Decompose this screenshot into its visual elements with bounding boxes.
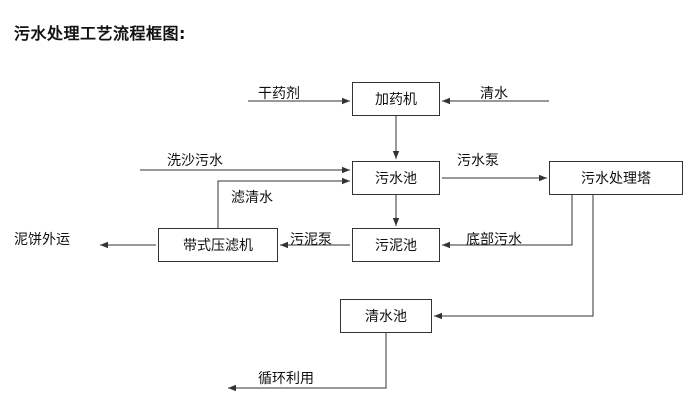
io-label-dry-chemical: 干药剂: [258, 86, 300, 102]
wire-clean-water-pool-to-reuse: [228, 333, 387, 392]
node-sludge-pool[interactable]: 污泥池: [352, 228, 440, 262]
io-label-sand-wash-sewage: 洗沙污水: [167, 153, 223, 169]
wire-bottom-sewage-to-sludge-pool: [442, 195, 573, 249]
page-title: 污水处理工艺流程框图:: [14, 24, 186, 43]
node-label: 清水池: [365, 309, 407, 325]
node-label: 带式压滤机: [183, 238, 253, 254]
edge-label-filtered-water: 滤清水: [231, 190, 273, 206]
edge-label-recycle-reuse: 循环利用: [258, 371, 314, 387]
wire-filtered-water-to-sewage-pool: [217, 177, 350, 228]
edge-label-bottom-sewage: 底部污水: [466, 232, 522, 248]
node-sewage-pool[interactable]: 污水池: [352, 161, 440, 195]
node-belt-filter-press[interactable]: 带式压滤机: [158, 228, 278, 262]
edge-label-sewage-pump: 污水泵: [457, 153, 499, 169]
wire-tower-to-clean-water-pool: [434, 195, 594, 320]
node-label: 加药机: [375, 92, 417, 108]
node-clean-water-pool[interactable]: 清水池: [340, 299, 432, 333]
io-label-clean-water-input: 清水: [480, 86, 508, 102]
node-label: 污水池: [375, 171, 417, 187]
edge-label-sludge-pump: 污泥泵: [290, 232, 332, 248]
node-label: 污水处理塔: [581, 171, 651, 187]
node-label: 污泥池: [375, 238, 417, 254]
io-label-mud-cake-transport: 泥饼外运: [14, 232, 70, 248]
node-dosing-machine[interactable]: 加药机: [352, 82, 440, 116]
node-treatment-tower[interactable]: 污水处理塔: [549, 161, 683, 195]
